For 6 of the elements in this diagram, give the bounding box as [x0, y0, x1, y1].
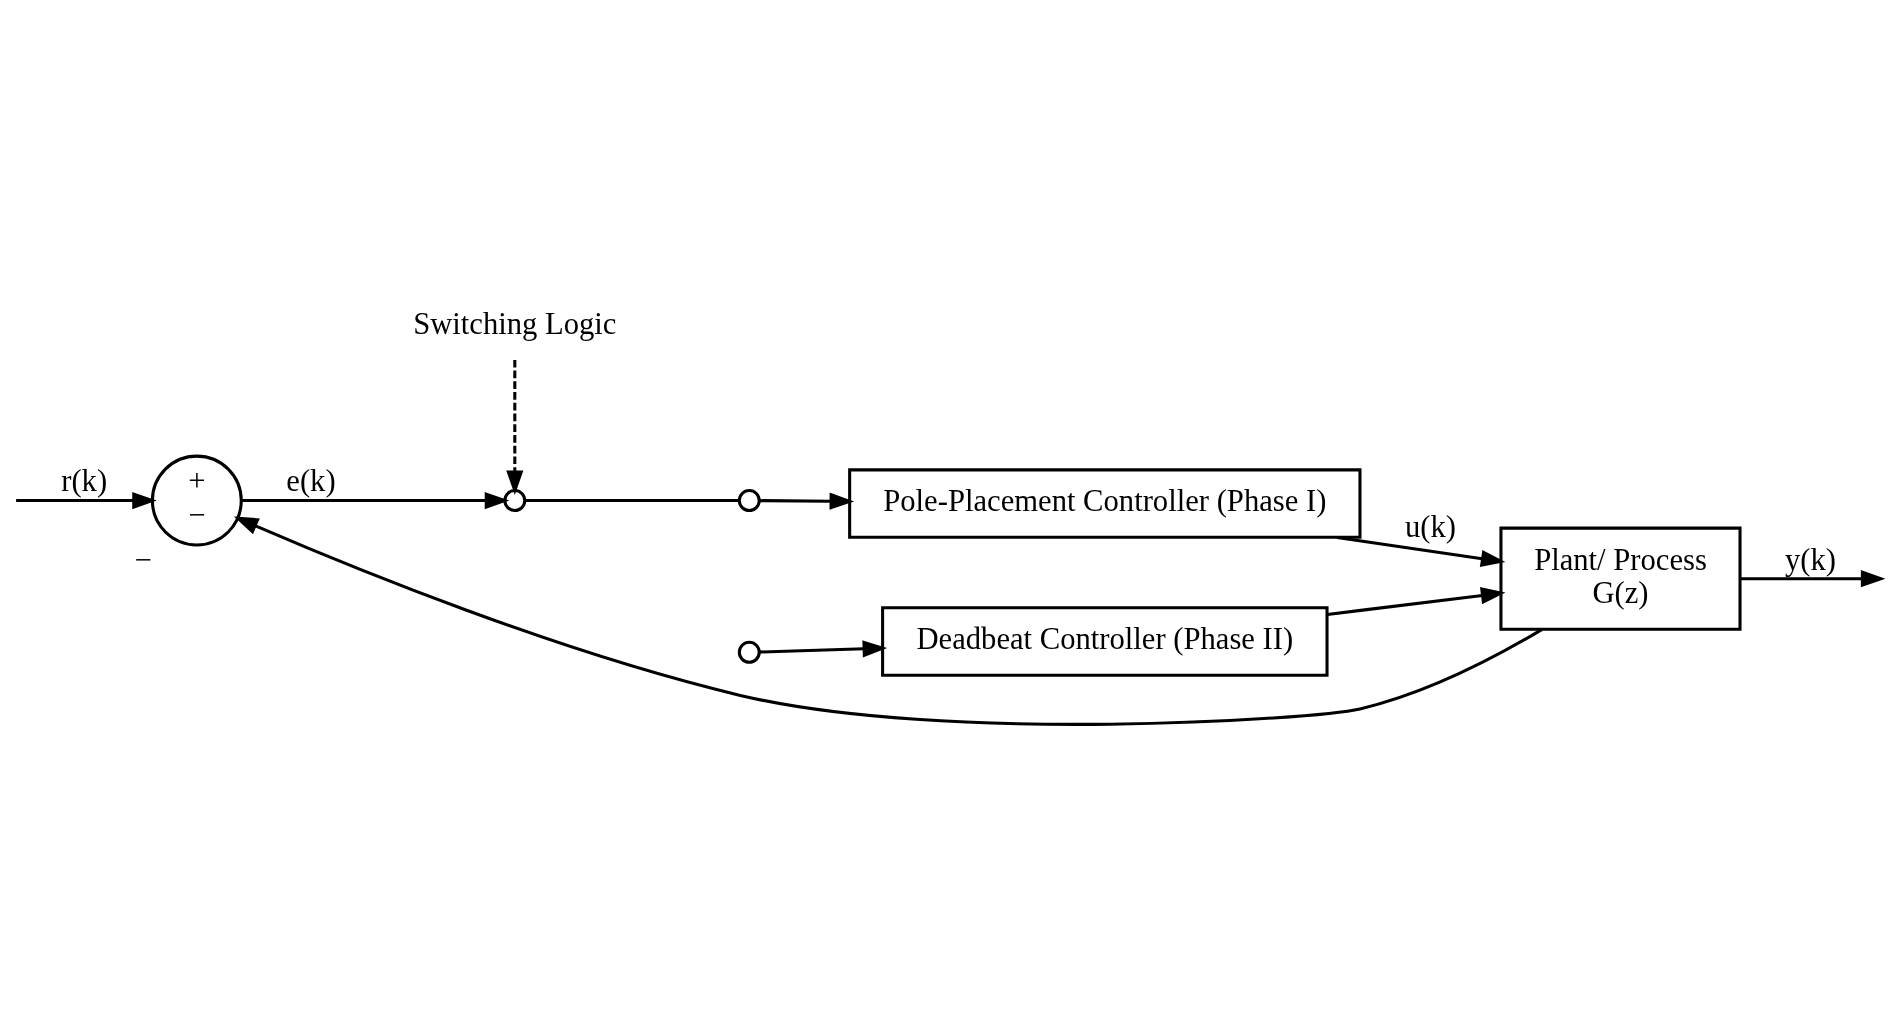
edge-label: r(k) [61, 463, 108, 498]
node-text: Switching Logic [413, 306, 617, 341]
edge-label: y(k) [1785, 542, 1837, 577]
node-label: − [134, 542, 152, 577]
edge-label: u(k) [1404, 509, 1456, 544]
edge-label: e(k) [286, 463, 336, 498]
